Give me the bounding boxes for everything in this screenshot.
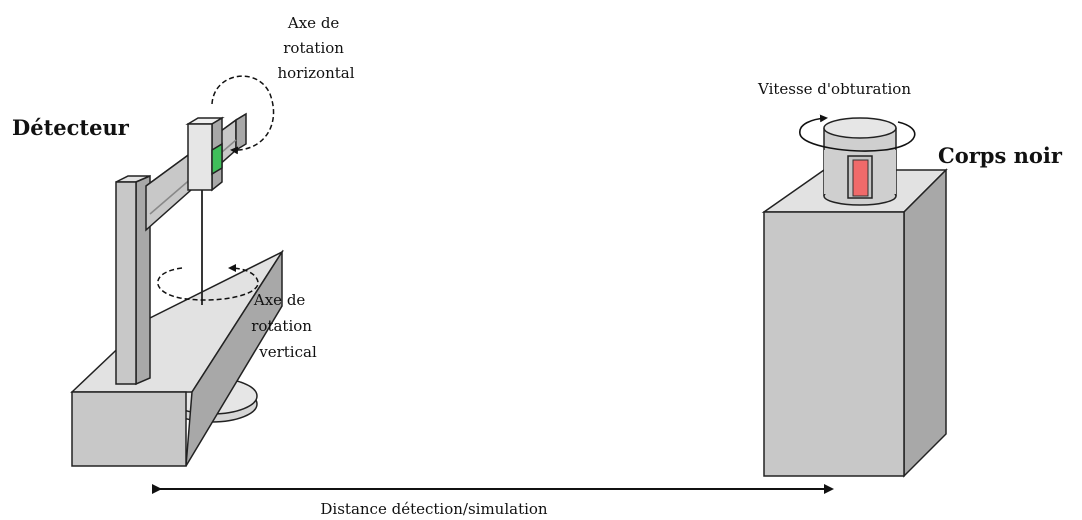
vertical-column	[115, 174, 151, 386]
vertical-rotation-arrow	[157, 264, 259, 301]
detector-head	[185, 116, 225, 305]
vertical-axis-line-1: Axe de	[253, 291, 306, 309]
horizontal-rotation-arrow	[211, 75, 275, 155]
horizontal-axis-label: Axe de rotation horizontal	[277, 14, 354, 82]
shutter-rotation-arrow	[799, 114, 916, 152]
vertical-axis-label: Axe de rotation vertical	[251, 291, 317, 361]
black-body	[761, 114, 948, 478]
vertical-axis-line-2: rotation	[251, 317, 312, 335]
horizontal-axis-line-1: Axe de	[287, 14, 340, 32]
black-body-side	[903, 168, 947, 478]
horizontal-axis-line-3: horizontal	[277, 64, 354, 82]
shutter-cylinder	[823, 117, 897, 206]
distance-label: Distance détection/simulation	[320, 500, 548, 518]
detector-sensor	[211, 142, 223, 176]
vertical-axis-line-3: vertical	[258, 343, 317, 361]
shutter-speed-label: Vitesse d'obturation	[757, 80, 911, 98]
detector-label: Détecteur	[12, 115, 130, 140]
black-body-label: Corps noir	[938, 143, 1063, 168]
horizontal-axis-line-2: rotation	[283, 39, 344, 57]
black-body-front	[763, 211, 905, 477]
detector-assembly	[70, 75, 285, 467]
base-rail	[70, 249, 285, 467]
